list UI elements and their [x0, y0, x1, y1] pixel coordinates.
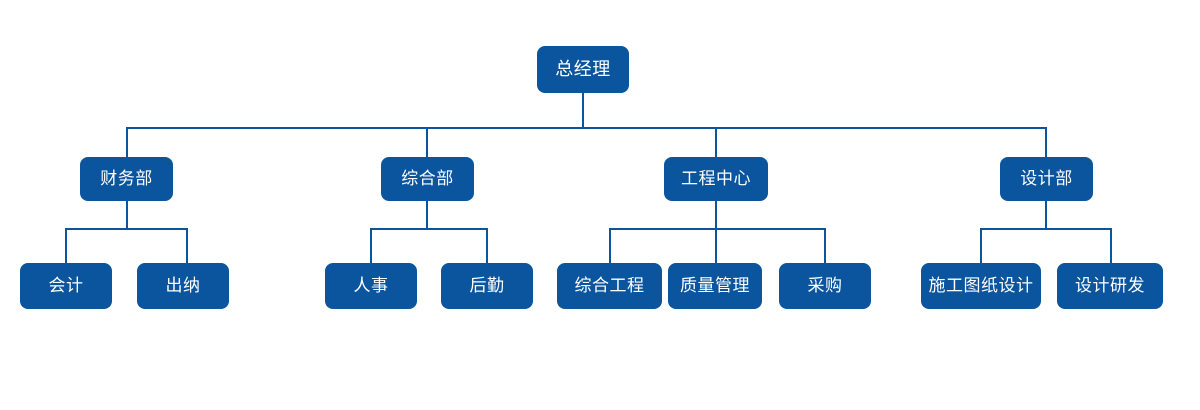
node-cashier[interactable]: 出纳 [137, 263, 229, 309]
node-comprehensive-engineering[interactable]: 综合工程 [557, 263, 662, 309]
connector-drop-design [1045, 127, 1047, 158]
node-engineering-center[interactable]: 工程中心 [664, 157, 768, 201]
node-construction-drawing-design[interactable]: 施工图纸设计 [921, 263, 1041, 309]
connector-bus-engineering [609, 228, 826, 230]
node-general-department[interactable]: 综合部 [381, 157, 474, 201]
connector-root-stem [582, 93, 584, 128]
connector-drop-procurement [824, 228, 826, 263]
node-accounting[interactable]: 会计 [20, 263, 112, 309]
connector-drop-engineering [715, 127, 717, 158]
connector-stem-engineering [715, 201, 717, 263]
connector-bus-general [370, 228, 488, 230]
node-general-manager[interactable]: 总经理 [537, 46, 629, 93]
connector-bus-finance [65, 228, 188, 230]
connector-drop-design-rnd [1110, 228, 1112, 263]
node-procurement[interactable]: 采购 [779, 263, 871, 309]
connector-level2-bus [126, 127, 1047, 129]
connector-drop-logistics [486, 228, 488, 263]
connector-stem-finance [126, 201, 128, 229]
connector-drop-finance [126, 127, 128, 158]
node-quality-management[interactable]: 质量管理 [668, 263, 762, 309]
connector-drop-accounting [65, 228, 67, 263]
connector-drop-construction-drawing-design [980, 228, 982, 263]
node-design-rnd[interactable]: 设计研发 [1057, 263, 1163, 309]
node-finance-department[interactable]: 财务部 [80, 157, 173, 201]
connector-drop-cashier [186, 228, 188, 263]
connector-drop-comprehensive-engineering [609, 228, 611, 263]
node-design-department[interactable]: 设计部 [1000, 157, 1093, 201]
connector-stem-design [1045, 201, 1047, 229]
node-hr[interactable]: 人事 [325, 263, 417, 309]
connector-bus-design [980, 228, 1112, 230]
connector-stem-general [426, 201, 428, 229]
connector-drop-general [426, 127, 428, 158]
node-logistics[interactable]: 后勤 [441, 263, 533, 309]
connector-drop-hr [370, 228, 372, 263]
